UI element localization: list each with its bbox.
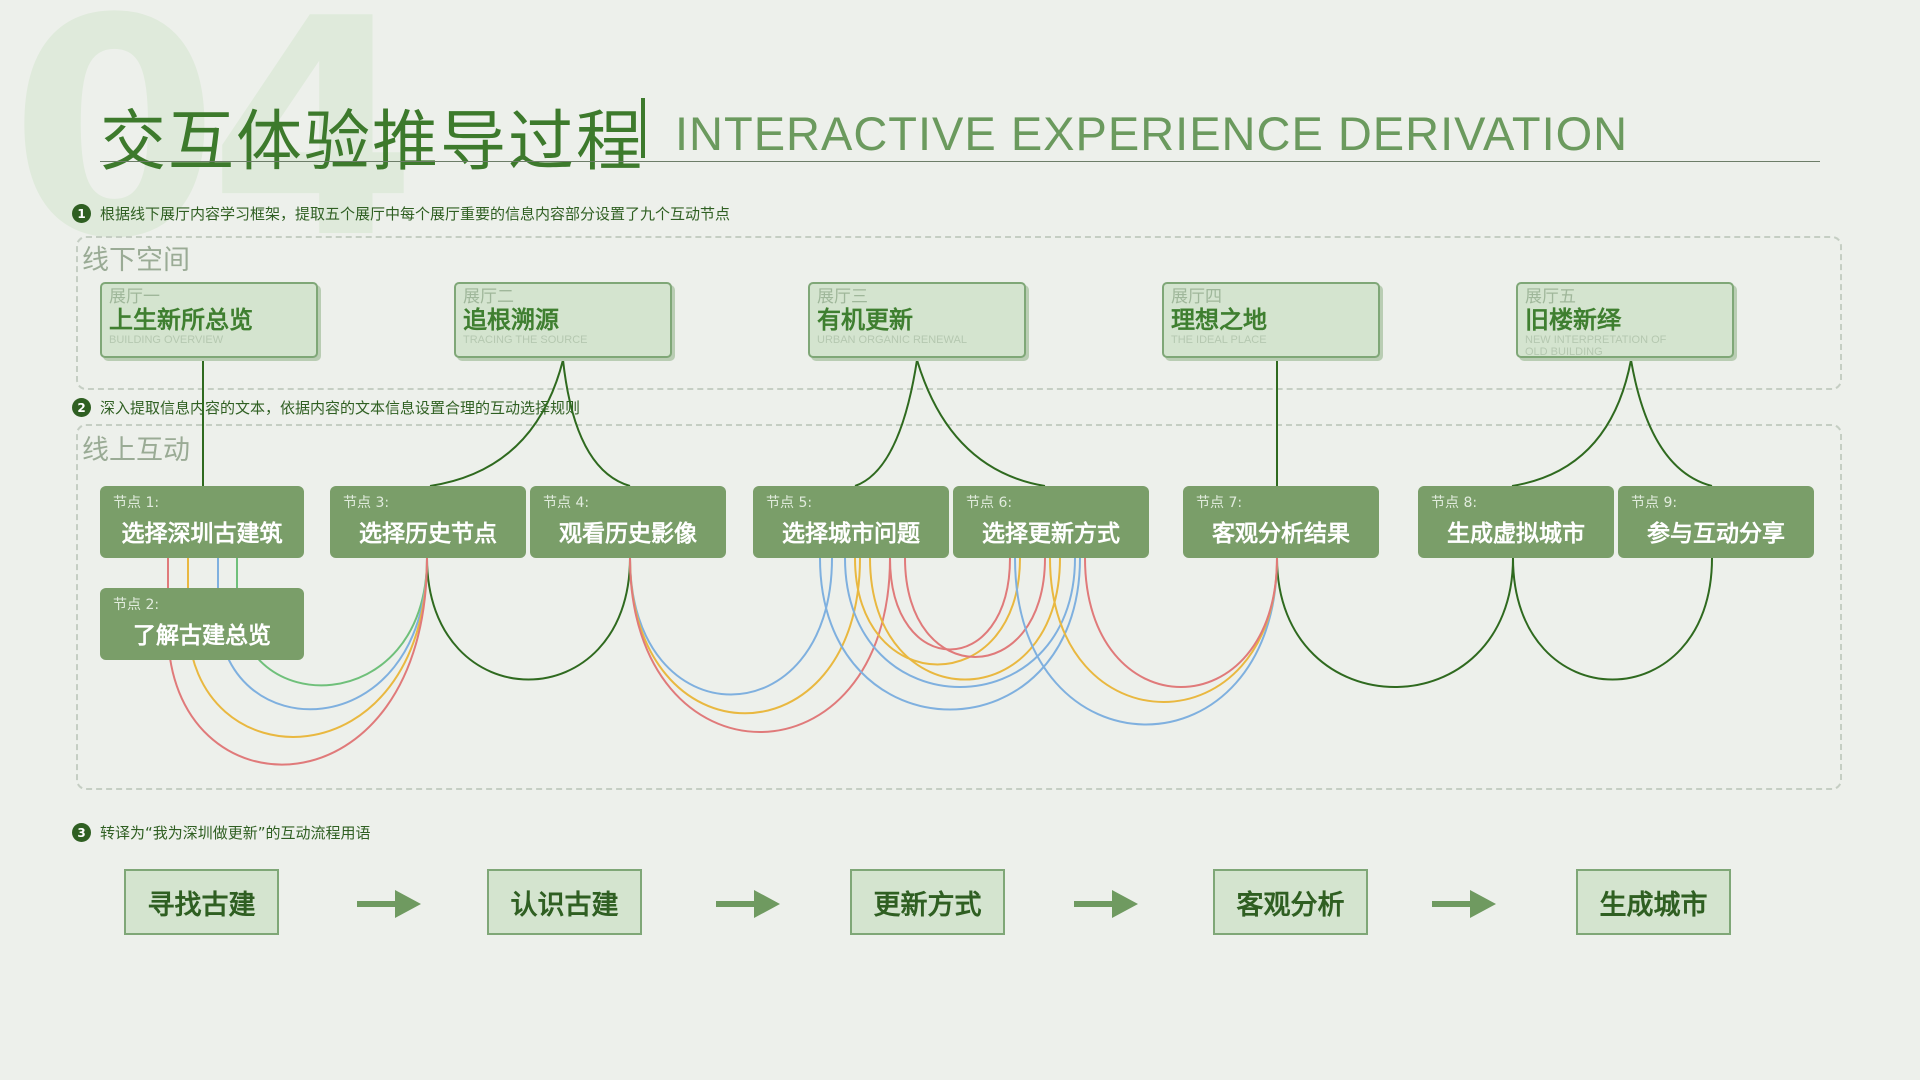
hall-english: URBAN ORGANIC RENEWAL — [817, 334, 967, 346]
arc-node5-node6-blue-1 — [819, 557, 1081, 711]
node-7[interactable]: 节点 7: 客观分析结果 — [1183, 486, 1379, 558]
arrow-right-icon — [1074, 890, 1138, 918]
link-hall5-node9 — [1630, 359, 1713, 487]
node-label: 节点 5: — [766, 495, 813, 511]
hall-name: 追根溯源 — [463, 306, 559, 334]
step-number: 3 — [72, 823, 91, 842]
step-text: 根据线下展厅内容学习框架，提取五个展厅中每个展厅重要的信息内容部分设置了九个互动… — [100, 205, 731, 223]
hall-label: 展厅四 — [1171, 287, 1222, 307]
arc-node5-node6-yellow-1 — [854, 557, 1021, 666]
hall-name: 理想之地 — [1171, 306, 1267, 334]
node-1[interactable]: 节点 1: 选择深圳古建筑 — [100, 486, 304, 558]
hall-english: BUILDING OVERVIEW — [109, 334, 224, 346]
arc-node5-node6-yellow-2 — [869, 557, 1061, 681]
node-name: 了解古建总览 — [133, 623, 271, 649]
arc-node8-node9 — [1512, 557, 1713, 681]
arc-node1-node3-yellow — [187, 557, 428, 738]
node-name: 客观分析结果 — [1212, 521, 1350, 547]
link-hall2-node3 — [429, 359, 564, 487]
node-2[interactable]: 节点 2: 了解古建总览 — [100, 588, 304, 660]
step-3: 3 转译为“我为深圳做更新”的互动流程用语 — [72, 822, 371, 843]
arc-node4-node5-blue — [629, 557, 833, 696]
node-name: 选择更新方式 — [982, 521, 1120, 547]
title-divider — [641, 98, 645, 158]
arc-node6-node7-red — [1084, 557, 1278, 688]
hall-1: 展厅一 上生新所总览 BUILDING OVERVIEW — [100, 282, 318, 358]
node-label: 节点 6: — [966, 495, 1013, 511]
online-interaction-label: 线上互动 — [82, 435, 190, 466]
link-hall3-node5 — [854, 359, 918, 487]
hall-2: 展厅二 追根溯源 TRACING THE SOURCE — [454, 282, 672, 358]
node-4[interactable]: 节点 4: 观看历史影像 — [530, 486, 726, 558]
hall-5: 展厅五 旧楼新绎 NEW INTERPRETATION OF OLD BUILD… — [1516, 282, 1734, 358]
arrow-right-icon — [1432, 890, 1496, 918]
arc-node5-node6-red-1 — [889, 557, 1011, 651]
node-label: 节点 9: — [1631, 495, 1678, 511]
hall-name: 旧楼新绎 — [1525, 306, 1621, 334]
title-underline — [100, 161, 1820, 162]
hall-3: 展厅三 有机更新 URBAN ORGANIC RENEWAL — [808, 282, 1026, 358]
arc-node7-node8 — [1276, 557, 1514, 688]
node-label: 节点 2: — [113, 597, 160, 613]
node-5[interactable]: 节点 5: 选择城市问题 — [753, 486, 949, 558]
link-hall2-node4 — [562, 359, 631, 487]
node-label: 节点 7: — [1196, 495, 1243, 511]
node-label: 节点 8: — [1431, 495, 1478, 511]
section-number: 04 — [10, 0, 417, 304]
arc-node4-node5-yellow — [629, 557, 861, 715]
arc-node5-node6-red-2 — [904, 557, 1046, 658]
hall-label: 展厅二 — [463, 287, 514, 307]
flow-step-4: 客观分析 — [1213, 869, 1368, 935]
hall-4: 展厅四 理想之地 THE IDEAL PLACE — [1162, 282, 1380, 358]
node-3[interactable]: 节点 3: 选择历史节点 — [330, 486, 526, 558]
flow-step-1: 寻找古建 — [124, 869, 279, 935]
node-name: 选择深圳古建筑 — [121, 521, 283, 547]
node-9[interactable]: 节点 9: 参与互动分享 — [1618, 486, 1814, 558]
online-interaction-region — [76, 424, 1842, 790]
hall-label: 展厅五 — [1525, 287, 1576, 307]
step-text: 深入提取信息内容的文本，依据内容的文本信息设置合理的互动选择规则 — [100, 399, 581, 417]
hall-english: NEW INTERPRETATION OF OLD BUILDING — [1525, 334, 1667, 358]
link-hall5-node8 — [1511, 359, 1632, 487]
arc-node1-node3-red — [167, 557, 428, 766]
arc-node3-node4 — [426, 557, 631, 681]
step-text: 转译为“我为深圳做更新”的互动流程用语 — [100, 824, 371, 842]
step-1: 1 根据线下展厅内容学习框架，提取五个展厅中每个展厅重要的信息内容部分设置了九个… — [72, 203, 730, 224]
arc-node6-node7-blue — [1014, 557, 1278, 726]
node-name: 选择历史节点 — [359, 521, 497, 547]
flow-step-2: 认识古建 — [487, 869, 642, 935]
node-label: 节点 4: — [543, 495, 590, 511]
link-hall3-node6 — [916, 359, 1046, 487]
step-number: 1 — [72, 204, 91, 223]
node-6[interactable]: 节点 6: 选择更新方式 — [953, 486, 1149, 558]
flow-step-3: 更新方式 — [850, 869, 1005, 935]
step-number: 2 — [72, 398, 91, 417]
node-8[interactable]: 节点 8: 生成虚拟城市 — [1418, 486, 1614, 558]
offline-space-label: 线下空间 — [82, 245, 190, 276]
flow-step-5: 生成城市 — [1576, 869, 1731, 935]
step-2: 2 深入提取信息内容的文本，依据内容的文本信息设置合理的互动选择规则 — [72, 397, 580, 418]
hall-label: 展厅一 — [109, 287, 160, 307]
arc-node5-node6-blue-2 — [844, 557, 1076, 688]
hall-label: 展厅三 — [817, 287, 868, 307]
node-name: 选择城市问题 — [782, 521, 920, 547]
page-title: 交互体验推导过程 — [100, 103, 644, 180]
node-label: 节点 3: — [343, 495, 390, 511]
arrow-right-icon — [357, 890, 421, 918]
node-label: 节点 1: — [113, 495, 160, 511]
page-title-english: INTERACTIVE EXPERIENCE DERIVATION — [675, 107, 1629, 160]
hall-english: THE IDEAL PLACE — [1171, 334, 1267, 346]
hall-name: 有机更新 — [817, 306, 913, 334]
arc-node6-node7-yellow — [1049, 557, 1278, 703]
arc-node4-node5-red — [629, 557, 891, 733]
arrow-right-icon — [716, 890, 780, 918]
node-name: 参与互动分享 — [1647, 521, 1785, 547]
offline-space-region — [76, 236, 1842, 390]
node-name: 生成虚拟城市 — [1447, 521, 1585, 547]
node-name: 观看历史影像 — [559, 521, 697, 547]
hall-english: TRACING THE SOURCE — [463, 334, 588, 346]
hall-name: 上生新所总览 — [109, 306, 253, 334]
